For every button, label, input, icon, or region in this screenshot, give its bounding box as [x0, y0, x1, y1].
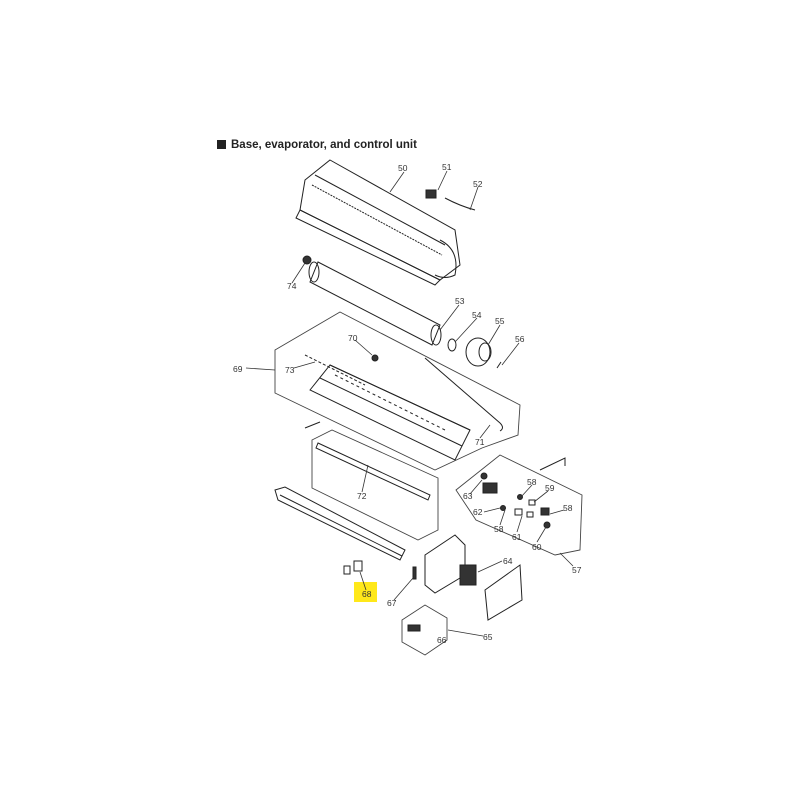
label-70: 70	[348, 333, 358, 343]
part-72-clip	[304, 421, 321, 429]
label-64: 64	[503, 556, 513, 566]
label-69: 69	[233, 364, 243, 374]
label-63: 63	[463, 491, 473, 501]
section-title: Base, evaporator, and control unit	[217, 139, 417, 151]
pcb-cover	[484, 564, 523, 621]
group-69-outline	[274, 311, 521, 471]
section-title-text: Base, evaporator, and control unit	[231, 139, 417, 151]
part-labels: 50 51 52 53 54 55 56 57 58 58 58 59 60 6…	[233, 162, 582, 645]
part-54	[447, 338, 457, 352]
label-52: 52	[473, 179, 483, 189]
control-box-front	[274, 486, 406, 561]
leader-lines	[245, 170, 574, 637]
label-53: 53	[455, 296, 465, 306]
part-51	[425, 189, 437, 199]
label-60: 60	[532, 542, 542, 552]
group-65-outline	[401, 604, 448, 656]
label-74: 74	[287, 281, 297, 291]
part-64	[459, 564, 477, 586]
part-55-fan-motor	[465, 337, 492, 367]
label-57: 57	[572, 565, 582, 575]
highlight-68	[354, 582, 377, 602]
mounting-bracket	[539, 457, 566, 471]
group-72-outline	[311, 429, 439, 541]
label-50: 50	[398, 163, 408, 173]
label-55: 55	[495, 316, 505, 326]
part-66	[407, 624, 421, 632]
label-59: 59	[545, 483, 555, 493]
bullet-square-icon	[217, 140, 226, 149]
part-67	[412, 566, 417, 580]
part-71	[424, 357, 503, 432]
label-58-right: 58	[563, 503, 573, 513]
label-66: 66	[437, 635, 447, 645]
part-74	[302, 255, 312, 265]
group-57-outline	[455, 454, 583, 556]
part-69-drain-pan	[304, 354, 471, 461]
label-56: 56	[515, 334, 525, 344]
part-56	[496, 361, 502, 369]
part-68b	[353, 560, 363, 572]
label-58-left: 58	[494, 524, 504, 534]
label-65: 65	[483, 632, 493, 642]
label-54: 54	[472, 310, 482, 320]
part-68a	[343, 565, 351, 575]
part-70	[371, 354, 379, 362]
label-67: 67	[387, 598, 397, 608]
part-50-base	[295, 159, 461, 286]
label-71: 71	[475, 437, 485, 447]
label-72: 72	[357, 491, 367, 501]
label-62: 62	[473, 507, 483, 517]
label-58-top: 58	[527, 477, 537, 487]
part-52	[444, 197, 476, 211]
control-box	[424, 534, 466, 594]
part-72	[315, 442, 431, 501]
part-53-cross-flow-fan	[308, 261, 442, 346]
label-51: 51	[442, 162, 452, 172]
label-68-highlighted: 68	[362, 589, 372, 599]
label-61: 61	[512, 532, 522, 542]
label-73: 73	[285, 365, 295, 375]
part-57-components	[480, 472, 551, 529]
